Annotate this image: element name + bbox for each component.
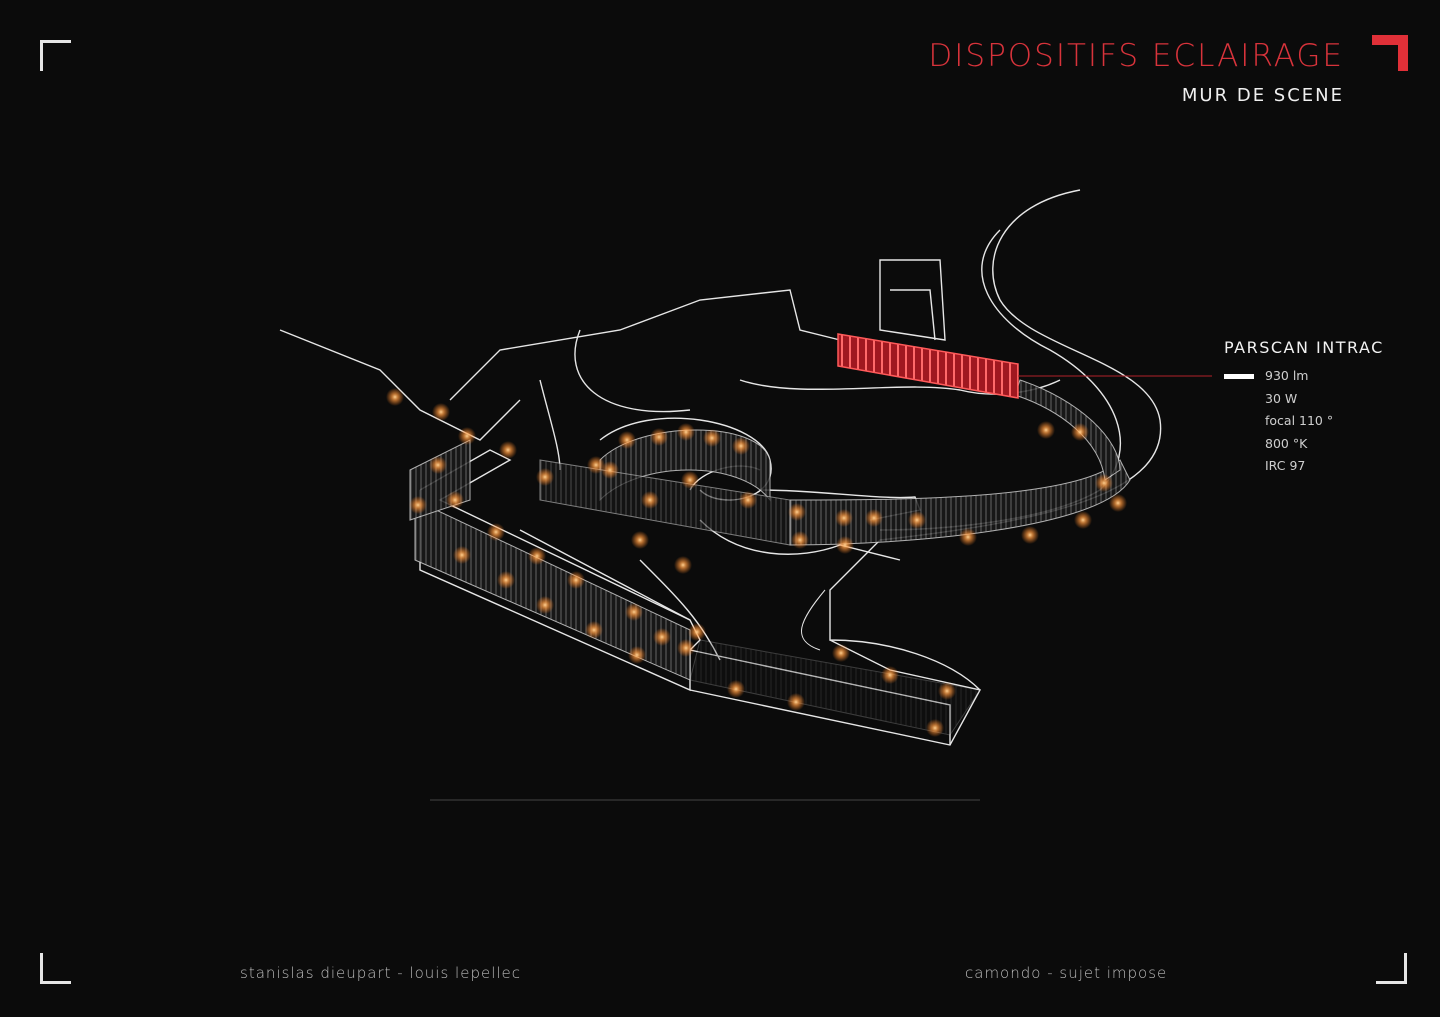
light-fixture [536, 468, 554, 486]
light-fixture [628, 646, 646, 664]
legend-title: PARSCAN INTRAC [1224, 338, 1384, 357]
light-fixture [926, 719, 944, 737]
light-fixture [585, 621, 603, 639]
light-fixture [567, 571, 585, 589]
parscan-stage-wall [837, 333, 1019, 399]
light-fixture [1074, 511, 1092, 529]
light-fixture [386, 388, 404, 406]
light-fixture [1021, 526, 1039, 544]
light-fixture [727, 680, 745, 698]
light-fixture [881, 666, 899, 684]
light-fixture [487, 523, 505, 541]
light-fixture [653, 628, 671, 646]
accent-corner-top-right [1372, 35, 1408, 71]
light-fixture [453, 546, 471, 564]
light-fixture [959, 528, 977, 546]
spec-cri: IRC 97 [1265, 458, 1306, 473]
light-fixture [429, 456, 447, 474]
footer-authors: stanislas dieupart - louis lepellec [240, 964, 522, 982]
light-fixture [625, 603, 643, 621]
light-fixture [908, 511, 926, 529]
light-fixture [788, 503, 806, 521]
page-title: DISPOSITIFS ECLAIRAGE [928, 38, 1344, 74]
light-fixture [536, 596, 554, 614]
spec-power: 30 W [1265, 390, 1298, 406]
light-fixture [497, 571, 515, 589]
light-fixture [458, 427, 476, 445]
light-fixture [499, 441, 517, 459]
light-fixture [732, 437, 750, 455]
light-fixture [674, 556, 692, 574]
footer-project: camondo - sujet impose [965, 964, 1168, 982]
frame-corner-bottom-left [40, 953, 71, 984]
spec-focal: focal 110 ° [1265, 413, 1334, 428]
frame-corner-top-left [40, 40, 71, 71]
frame-corner-bottom-right [1376, 953, 1407, 984]
light-fixture [528, 547, 546, 565]
light-fixture [650, 428, 668, 446]
light-fixture [688, 623, 706, 641]
light-fixture [836, 536, 854, 554]
light-fixture [787, 693, 805, 711]
light-fixture [739, 491, 757, 509]
spec-lumen: 930 lm [1265, 368, 1309, 383]
light-fixture [677, 423, 695, 441]
light-fixture [1109, 494, 1127, 512]
light-fixtures [386, 388, 1127, 737]
page-subtitle: MUR DE SCENE [1181, 85, 1344, 106]
light-fixture [681, 471, 699, 489]
lit-walls [409, 379, 1131, 736]
light-fixture [835, 509, 853, 527]
fixture-legend: PARSCAN INTRAC 930 lm 30 W focal 110 ° 8… [1224, 338, 1384, 478]
legend-specs: 930 lm 30 W focal 110 ° 800 °K IRC 97 [1265, 365, 1384, 478]
light-fixture [677, 639, 695, 657]
light-fixture [446, 491, 464, 509]
light-fixture [703, 429, 721, 447]
light-fixture [601, 461, 619, 479]
light-fixture [865, 509, 883, 527]
light-fixture [432, 403, 450, 421]
legend-swatch [1224, 374, 1254, 379]
light-fixture [631, 531, 649, 549]
light-fixture [587, 456, 605, 474]
spec-color-temp: 800 °K [1265, 435, 1308, 451]
light-fixture [1071, 423, 1089, 441]
light-fixture [618, 431, 636, 449]
light-fixture [938, 682, 956, 700]
light-fixture [832, 644, 850, 662]
light-fixture [1037, 421, 1055, 439]
light-fixture [641, 491, 659, 509]
light-fixture [791, 531, 809, 549]
light-fixture [1095, 474, 1113, 492]
light-fixture [409, 496, 427, 514]
